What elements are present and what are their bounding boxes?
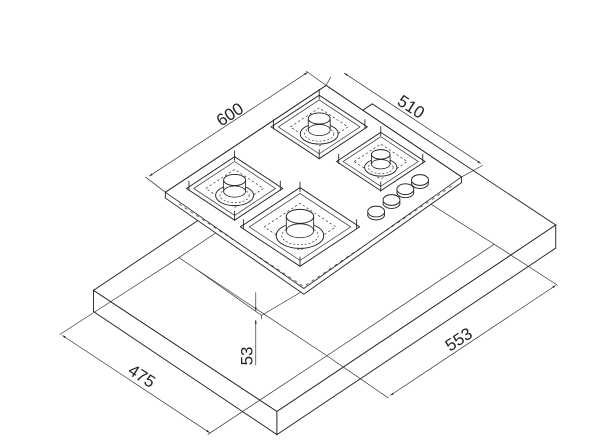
dimension-label-600: 600 bbox=[213, 99, 247, 130]
burner-cap bbox=[370, 149, 391, 160]
burner-cap bbox=[223, 173, 247, 187]
control-knob[interactable] bbox=[411, 174, 429, 189]
dimension-53: 53 bbox=[238, 292, 257, 365]
dimension-label-53: 53 bbox=[238, 347, 257, 366]
control-knob[interactable] bbox=[382, 194, 401, 209]
dimension-label-510: 510 bbox=[394, 91, 428, 122]
control-knob[interactable] bbox=[396, 183, 415, 199]
dimension-label-553: 553 bbox=[442, 324, 476, 355]
burner-cap bbox=[285, 208, 315, 224]
control-knob[interactable] bbox=[367, 205, 386, 221]
burner-front-center bbox=[239, 181, 361, 267]
dimension-label-475: 475 bbox=[125, 360, 159, 391]
burner-cap bbox=[307, 112, 331, 125]
